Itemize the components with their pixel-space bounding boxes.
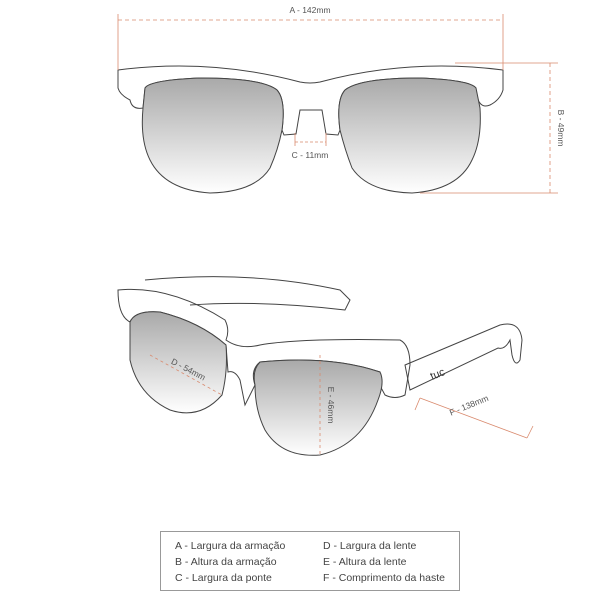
legend-box: A - Largura da armação B - Altura da arm… <box>160 531 460 591</box>
side-view <box>117 276 523 456</box>
dimension-lines-front <box>117 14 558 194</box>
front-view <box>117 65 504 194</box>
dimension-e-label: E - 46mm <box>326 387 336 424</box>
near-temple <box>404 323 523 391</box>
brand-text: tuc <box>429 366 448 383</box>
legend-item-c: C - Largura da ponte <box>175 572 272 584</box>
legend-item-d: D - Largura da lente <box>323 540 417 552</box>
legend-item-f: F - Comprimento da haste <box>323 572 445 584</box>
legend-item-b: B - Altura da armação <box>175 556 277 568</box>
svg-text:tuc: tuc <box>429 366 448 383</box>
brand-logo: tuc <box>429 366 448 383</box>
dimension-lines-side <box>149 354 534 455</box>
left-lens <box>141 77 284 194</box>
legend-item-e: E - Altura da lente <box>323 556 407 568</box>
dimension-a-label: A - 142mm <box>289 5 330 15</box>
dimension-b-label: B - 49mm <box>556 110 566 147</box>
dimension-f-label: F - 138mm <box>448 393 490 418</box>
dimension-c-label: C - 11mm <box>292 150 329 160</box>
right-lens <box>338 77 481 194</box>
far-temple <box>144 276 351 311</box>
side-right-lens <box>253 359 383 456</box>
legend-item-a: A - Largura da armação <box>175 540 286 552</box>
side-left-lens <box>129 311 227 414</box>
